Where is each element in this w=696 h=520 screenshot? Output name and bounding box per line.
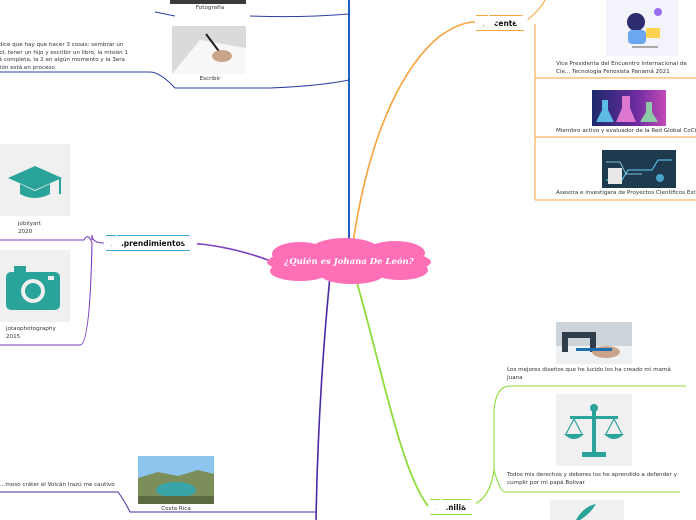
familia-item-2-text: Todos mis derechos y deberes los he apre…	[507, 472, 677, 486]
familia-item-1-text: Los mejores diseños que he lucido los ha…	[507, 367, 671, 381]
connector-docente-top	[524, 0, 546, 23]
docente-item-1-text: Vice Presidenta del Encuentro Internacio…	[556, 61, 687, 75]
topic-emprendimientos[interactable]: Emprendimientos	[106, 235, 190, 251]
family-leaf-icon[interactable]	[550, 500, 624, 520]
scientist-illustration[interactable]	[606, 0, 678, 56]
graduation-cap-icon[interactable]	[0, 144, 70, 216]
connector-docente	[351, 21, 476, 251]
empr-item-1-line2: 2020	[18, 228, 33, 235]
topic-emprendimientos-label: Emprendimientos	[110, 239, 186, 248]
docente-item-2-text: Miembro activo y evaluador de la Red Glo…	[556, 128, 696, 134]
costa-rica-crater-photo[interactable]	[138, 456, 214, 504]
connector-familia	[354, 275, 429, 507]
travel-caption: Costa Rica	[161, 506, 191, 512]
center-cloud[interactable]	[267, 238, 431, 284]
hobby-fotografia-label: Fotografía	[195, 5, 225, 11]
empr-item-1-line1: jobilyart	[18, 221, 41, 227]
photography-photo[interactable]	[170, 0, 246, 4]
connector-purple-trunk	[315, 275, 331, 520]
empr-item-2-line2: 2015	[6, 333, 21, 340]
topic-familia-label: Familia	[435, 503, 467, 512]
empr-item-2-line1: jotaophotography	[6, 326, 56, 332]
writing-photo[interactable]	[172, 26, 246, 74]
hobby-escribir-label: Escribir	[199, 76, 221, 82]
connector-familia-items	[469, 385, 686, 507]
camera-icon[interactable]	[0, 250, 70, 322]
docente-item-3-text: Asesora e investigara de Proyectos Cient…	[556, 190, 696, 196]
empr-item-1-text: jobilyart 2020	[18, 221, 78, 236]
digital-circuit-photo[interactable]	[602, 150, 676, 188]
hobby-quote-text: Se dice que hay que hacer 3 cosas: sembr…	[0, 42, 129, 71]
empr-item-2-text: jotaophotography 2015	[6, 326, 76, 341]
connector-emprendimientos	[189, 242, 269, 261]
topic-docente-label: Docente	[482, 19, 518, 28]
sewing-machine-photo[interactable]	[556, 322, 632, 364]
connector-travel	[0, 491, 316, 513]
connector-docente-items	[534, 24, 696, 201]
connector-hobbies	[0, 11, 350, 89]
topic-familia[interactable]: Familia	[430, 499, 472, 515]
justice-scale-icon[interactable]	[556, 394, 632, 466]
connector-empr-items	[0, 234, 105, 346]
travel-text: ...moso cráter el Volcán Irazú me cautiv…	[0, 482, 115, 488]
lab-flasks-photo[interactable]	[592, 90, 666, 126]
central-topic-title[interactable]: ¿Quién es Johana De León?	[284, 257, 414, 267]
topic-docente[interactable]: Docente	[476, 15, 524, 31]
